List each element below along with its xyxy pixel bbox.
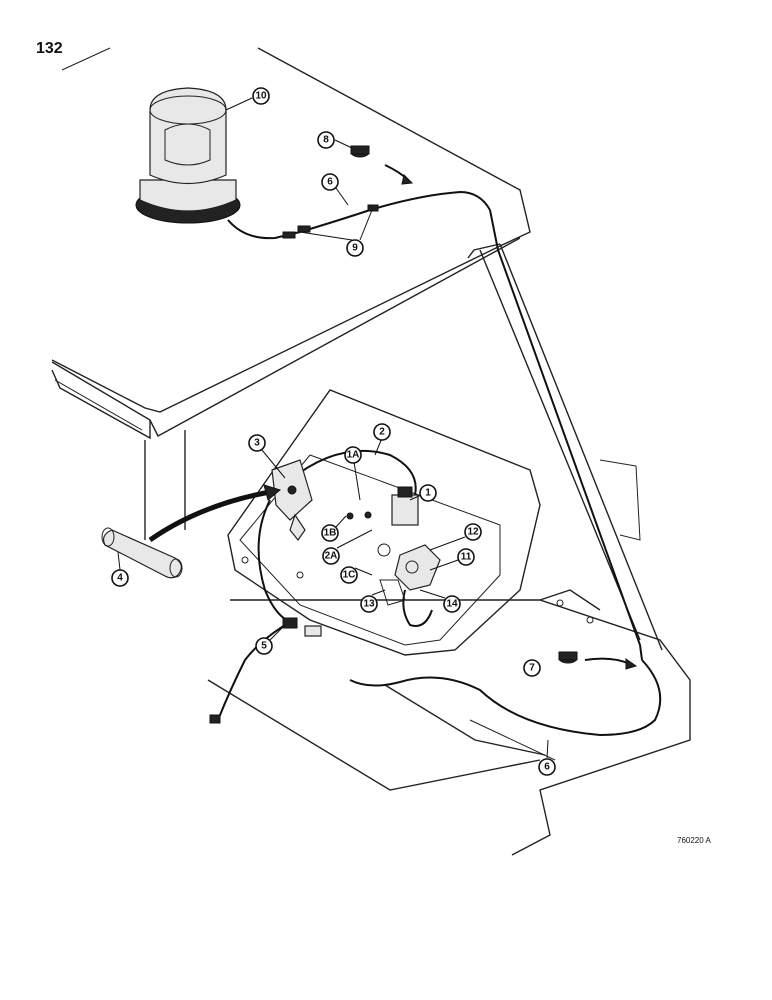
svg-text:11: 11 bbox=[461, 552, 472, 563]
callout-leaders bbox=[117, 97, 549, 759]
cab-left-post bbox=[144, 430, 186, 540]
fuse-4 bbox=[101, 484, 282, 579]
callout-8: 8 bbox=[317, 131, 335, 149]
cab-right-post bbox=[467, 243, 663, 651]
connector-5 bbox=[282, 617, 322, 637]
floor-console bbox=[207, 589, 691, 856]
svg-text:4: 4 bbox=[117, 573, 123, 584]
switch-assembly bbox=[346, 486, 441, 606]
svg-text:6: 6 bbox=[327, 177, 333, 188]
callout-12: 12 bbox=[464, 523, 482, 541]
corner-rule bbox=[61, 47, 111, 71]
svg-text:6: 6 bbox=[544, 762, 550, 773]
svg-text:3: 3 bbox=[254, 438, 260, 449]
svg-text:2: 2 bbox=[379, 427, 385, 438]
drawing-code: 760220 A bbox=[677, 836, 711, 845]
svg-text:9: 9 bbox=[352, 243, 358, 254]
callout-1C: 1C bbox=[340, 566, 358, 584]
svg-text:2A: 2A bbox=[325, 551, 338, 562]
grommet-7 bbox=[558, 651, 638, 670]
dash-panel bbox=[227, 389, 541, 656]
post-harness bbox=[349, 209, 662, 737]
svg-text:1: 1 bbox=[425, 488, 431, 499]
callout-6-lower: 6 bbox=[538, 758, 556, 776]
upper-harness bbox=[227, 190, 491, 240]
plug-8 bbox=[350, 145, 414, 185]
svg-text:13: 13 bbox=[363, 599, 375, 610]
svg-text:12: 12 bbox=[467, 527, 479, 538]
dash-harness bbox=[209, 449, 433, 724]
svg-text:8: 8 bbox=[323, 135, 329, 146]
svg-text:7: 7 bbox=[529, 663, 535, 674]
callout-7: 7 bbox=[523, 659, 541, 677]
callout-1A: 1A bbox=[344, 446, 362, 464]
svg-text:10: 10 bbox=[255, 91, 267, 102]
callout-10: 10 bbox=[252, 87, 270, 105]
fuse-holder bbox=[271, 459, 313, 542]
callout-1B: 1B bbox=[321, 524, 339, 542]
callout-2: 2 bbox=[373, 423, 391, 441]
callout-9: 9 bbox=[346, 239, 364, 257]
callout-11: 11 bbox=[457, 548, 475, 566]
cab-roof bbox=[51, 47, 531, 440]
callout-6-upper: 6 bbox=[321, 173, 339, 191]
callout-1: 1 bbox=[419, 484, 437, 502]
callout-2A: 2A bbox=[322, 547, 340, 565]
callout-13: 13 bbox=[360, 595, 378, 613]
callout-5: 5 bbox=[255, 637, 273, 655]
callout-4: 4 bbox=[111, 569, 129, 587]
callout-14: 14 bbox=[443, 595, 461, 613]
page-number: 132 bbox=[36, 40, 63, 57]
svg-text:14: 14 bbox=[446, 599, 458, 610]
svg-text:5: 5 bbox=[261, 641, 267, 652]
svg-text:1A: 1A bbox=[347, 450, 360, 461]
svg-text:1C: 1C bbox=[343, 570, 356, 581]
svg-text:1B: 1B bbox=[324, 528, 337, 539]
beacon-lamp bbox=[135, 87, 241, 224]
callout-3: 3 bbox=[248, 434, 266, 452]
